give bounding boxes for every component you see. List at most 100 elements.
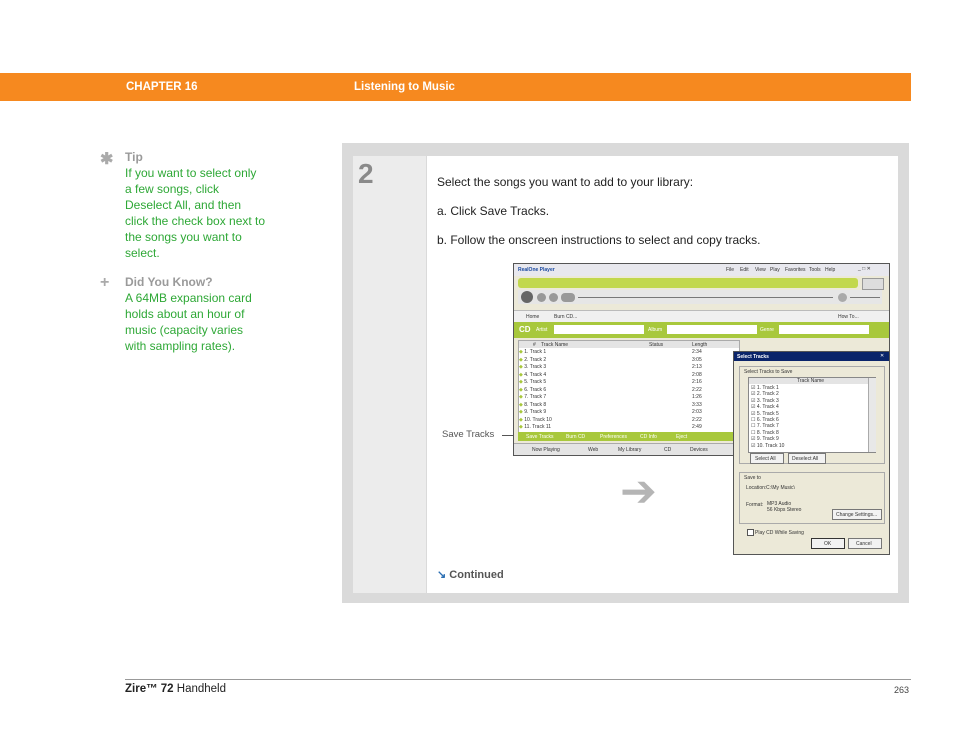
select-all-button[interactable]: Select All: [750, 453, 784, 464]
list-item[interactable]: ☑ 2. Track 2: [751, 391, 779, 397]
menu-edit[interactable]: Edit: [740, 267, 749, 273]
list-item[interactable]: ☐ 8. Track 8: [751, 430, 779, 436]
player-titlebar: RealOne Player File Edit View Play Favor…: [514, 264, 889, 276]
genre-field[interactable]: [779, 325, 869, 334]
list-item[interactable]: ☑ 9. Track 9: [751, 436, 779, 442]
menu-tools[interactable]: Tools: [809, 267, 821, 273]
play-cd-checkbox[interactable]: [747, 529, 754, 536]
menu-view[interactable]: View: [755, 267, 766, 273]
nav-home[interactable]: Home: [526, 314, 540, 320]
cancel-button[interactable]: Cancel: [848, 538, 882, 549]
tip-body: If you want to select only a few songs, …: [125, 165, 285, 261]
save-tracks-callout: Save Tracks: [442, 429, 495, 440]
tip-line: the songs you want to: [125, 230, 242, 244]
tab-now-playing[interactable]: Now Playing: [532, 447, 560, 453]
skip-icon[interactable]: [561, 293, 575, 302]
volume-slider[interactable]: [850, 297, 880, 298]
menu-play[interactable]: Play: [770, 267, 780, 273]
cd-toolbar: Save Tracks Burn CD Preferences CD Info …: [518, 432, 738, 441]
format-value-2: 56 Kbps Stereo: [767, 507, 802, 513]
now-playing-display: [518, 278, 858, 288]
window-controls-icon[interactable]: _ □ ✕: [858, 266, 871, 272]
product-name: Zire™ 72: [125, 683, 174, 695]
eject-button[interactable]: Eject: [676, 434, 688, 440]
col-track-name[interactable]: Track Name: [541, 342, 569, 348]
group-label: Select Tracks to Save: [744, 369, 793, 375]
ok-button[interactable]: OK: [811, 538, 845, 549]
tip-line: select.: [125, 246, 160, 260]
checked-checkbox-icon[interactable]: ☑: [751, 404, 756, 411]
continued-link[interactable]: ↘ Continued: [437, 568, 504, 581]
tab-cd[interactable]: CD: [664, 447, 672, 453]
close-icon[interactable]: ✕: [880, 353, 885, 359]
deselect-all-button[interactable]: Deselect All: [788, 453, 826, 464]
checkbox-icon[interactable]: ☐: [751, 423, 756, 430]
list-item[interactable]: ☐ 6. Track 6: [751, 417, 779, 423]
menu-favorites[interactable]: Favorites: [785, 267, 806, 273]
col-number[interactable]: #: [533, 342, 536, 348]
album-field[interactable]: [667, 325, 757, 334]
burn-cd-button[interactable]: Burn CD: [566, 434, 586, 440]
list-item[interactable]: ☑ 4. Track 4: [751, 404, 779, 410]
artist-field[interactable]: [554, 325, 644, 334]
checked-checkbox-icon[interactable]: ☑: [751, 391, 756, 398]
nav-burn-cd[interactable]: Burn CD...: [554, 314, 578, 320]
volume-icon[interactable]: [838, 293, 847, 302]
save-tracks-button[interactable]: Save Tracks: [526, 434, 554, 440]
checked-checkbox-icon[interactable]: ☑: [751, 410, 756, 417]
footer-product: Zire™ 72 Handheld: [125, 683, 226, 695]
cd-info-button[interactable]: CD Info: [640, 434, 657, 440]
checked-checkbox-icon[interactable]: ☑: [751, 385, 756, 391]
arrow-down-right-icon: ↘: [437, 569, 447, 581]
checked-checkbox-icon[interactable]: ☑: [751, 436, 756, 443]
arrow-right-icon: ➔: [620, 467, 657, 516]
ok-label: OK: [824, 541, 832, 547]
list-item-label: 8. Track 8: [756, 429, 779, 436]
checkbox-icon[interactable]: ☐: [751, 429, 756, 436]
checked-checkbox-icon[interactable]: ☑: [751, 442, 756, 449]
play-icon[interactable]: [521, 291, 533, 303]
change-settings-button[interactable]: Change Settings...: [832, 509, 882, 520]
app-title: RealOne Player: [518, 267, 555, 273]
pause-icon[interactable]: [537, 293, 546, 302]
list-item-label: 7. Track 7: [756, 423, 779, 430]
checkbox-icon[interactable]: ☐: [751, 417, 756, 423]
dyk-line: music (capacity varies: [125, 323, 244, 337]
list-item[interactable]: ☑ 1. Track 1: [751, 385, 779, 391]
stop-icon[interactable]: [549, 293, 558, 302]
seek-slider[interactable]: [578, 297, 833, 298]
list-item-label: 6. Track 6: [756, 417, 779, 423]
checklist-scrollbar[interactable]: [868, 378, 876, 452]
menu-file[interactable]: File: [726, 267, 735, 273]
tip-line: click the check box next to: [125, 214, 266, 228]
list-item[interactable]: ☐ 7. Track 7: [751, 423, 779, 429]
col-track-name[interactable]: Track Name: [797, 378, 825, 384]
col-status[interactable]: Status: [649, 342, 664, 348]
list-item[interactable]: ☑ 5. Track 5: [751, 411, 779, 417]
col-length[interactable]: Length: [692, 342, 708, 348]
list-item[interactable]: ☑ 10. Track 10: [751, 443, 784, 449]
tab-web[interactable]: Web: [588, 447, 599, 453]
menu-help[interactable]: Help: [825, 267, 836, 273]
checked-checkbox-icon[interactable]: ☑: [751, 397, 756, 404]
did-you-know-title: Did You Know?: [125, 275, 213, 289]
list-item[interactable]: ☑ 3. Track 3: [751, 398, 779, 404]
tab-my-library[interactable]: My Library: [618, 447, 642, 453]
preferences-button[interactable]: Preferences: [600, 434, 627, 440]
chapter-label: CHAPTER 16: [126, 81, 198, 93]
tab-devices[interactable]: Devices: [690, 447, 708, 453]
display-menu-icon[interactable]: [862, 278, 884, 290]
transport-bar: [518, 290, 882, 304]
nav-how-to[interactable]: How To...: [838, 314, 859, 320]
